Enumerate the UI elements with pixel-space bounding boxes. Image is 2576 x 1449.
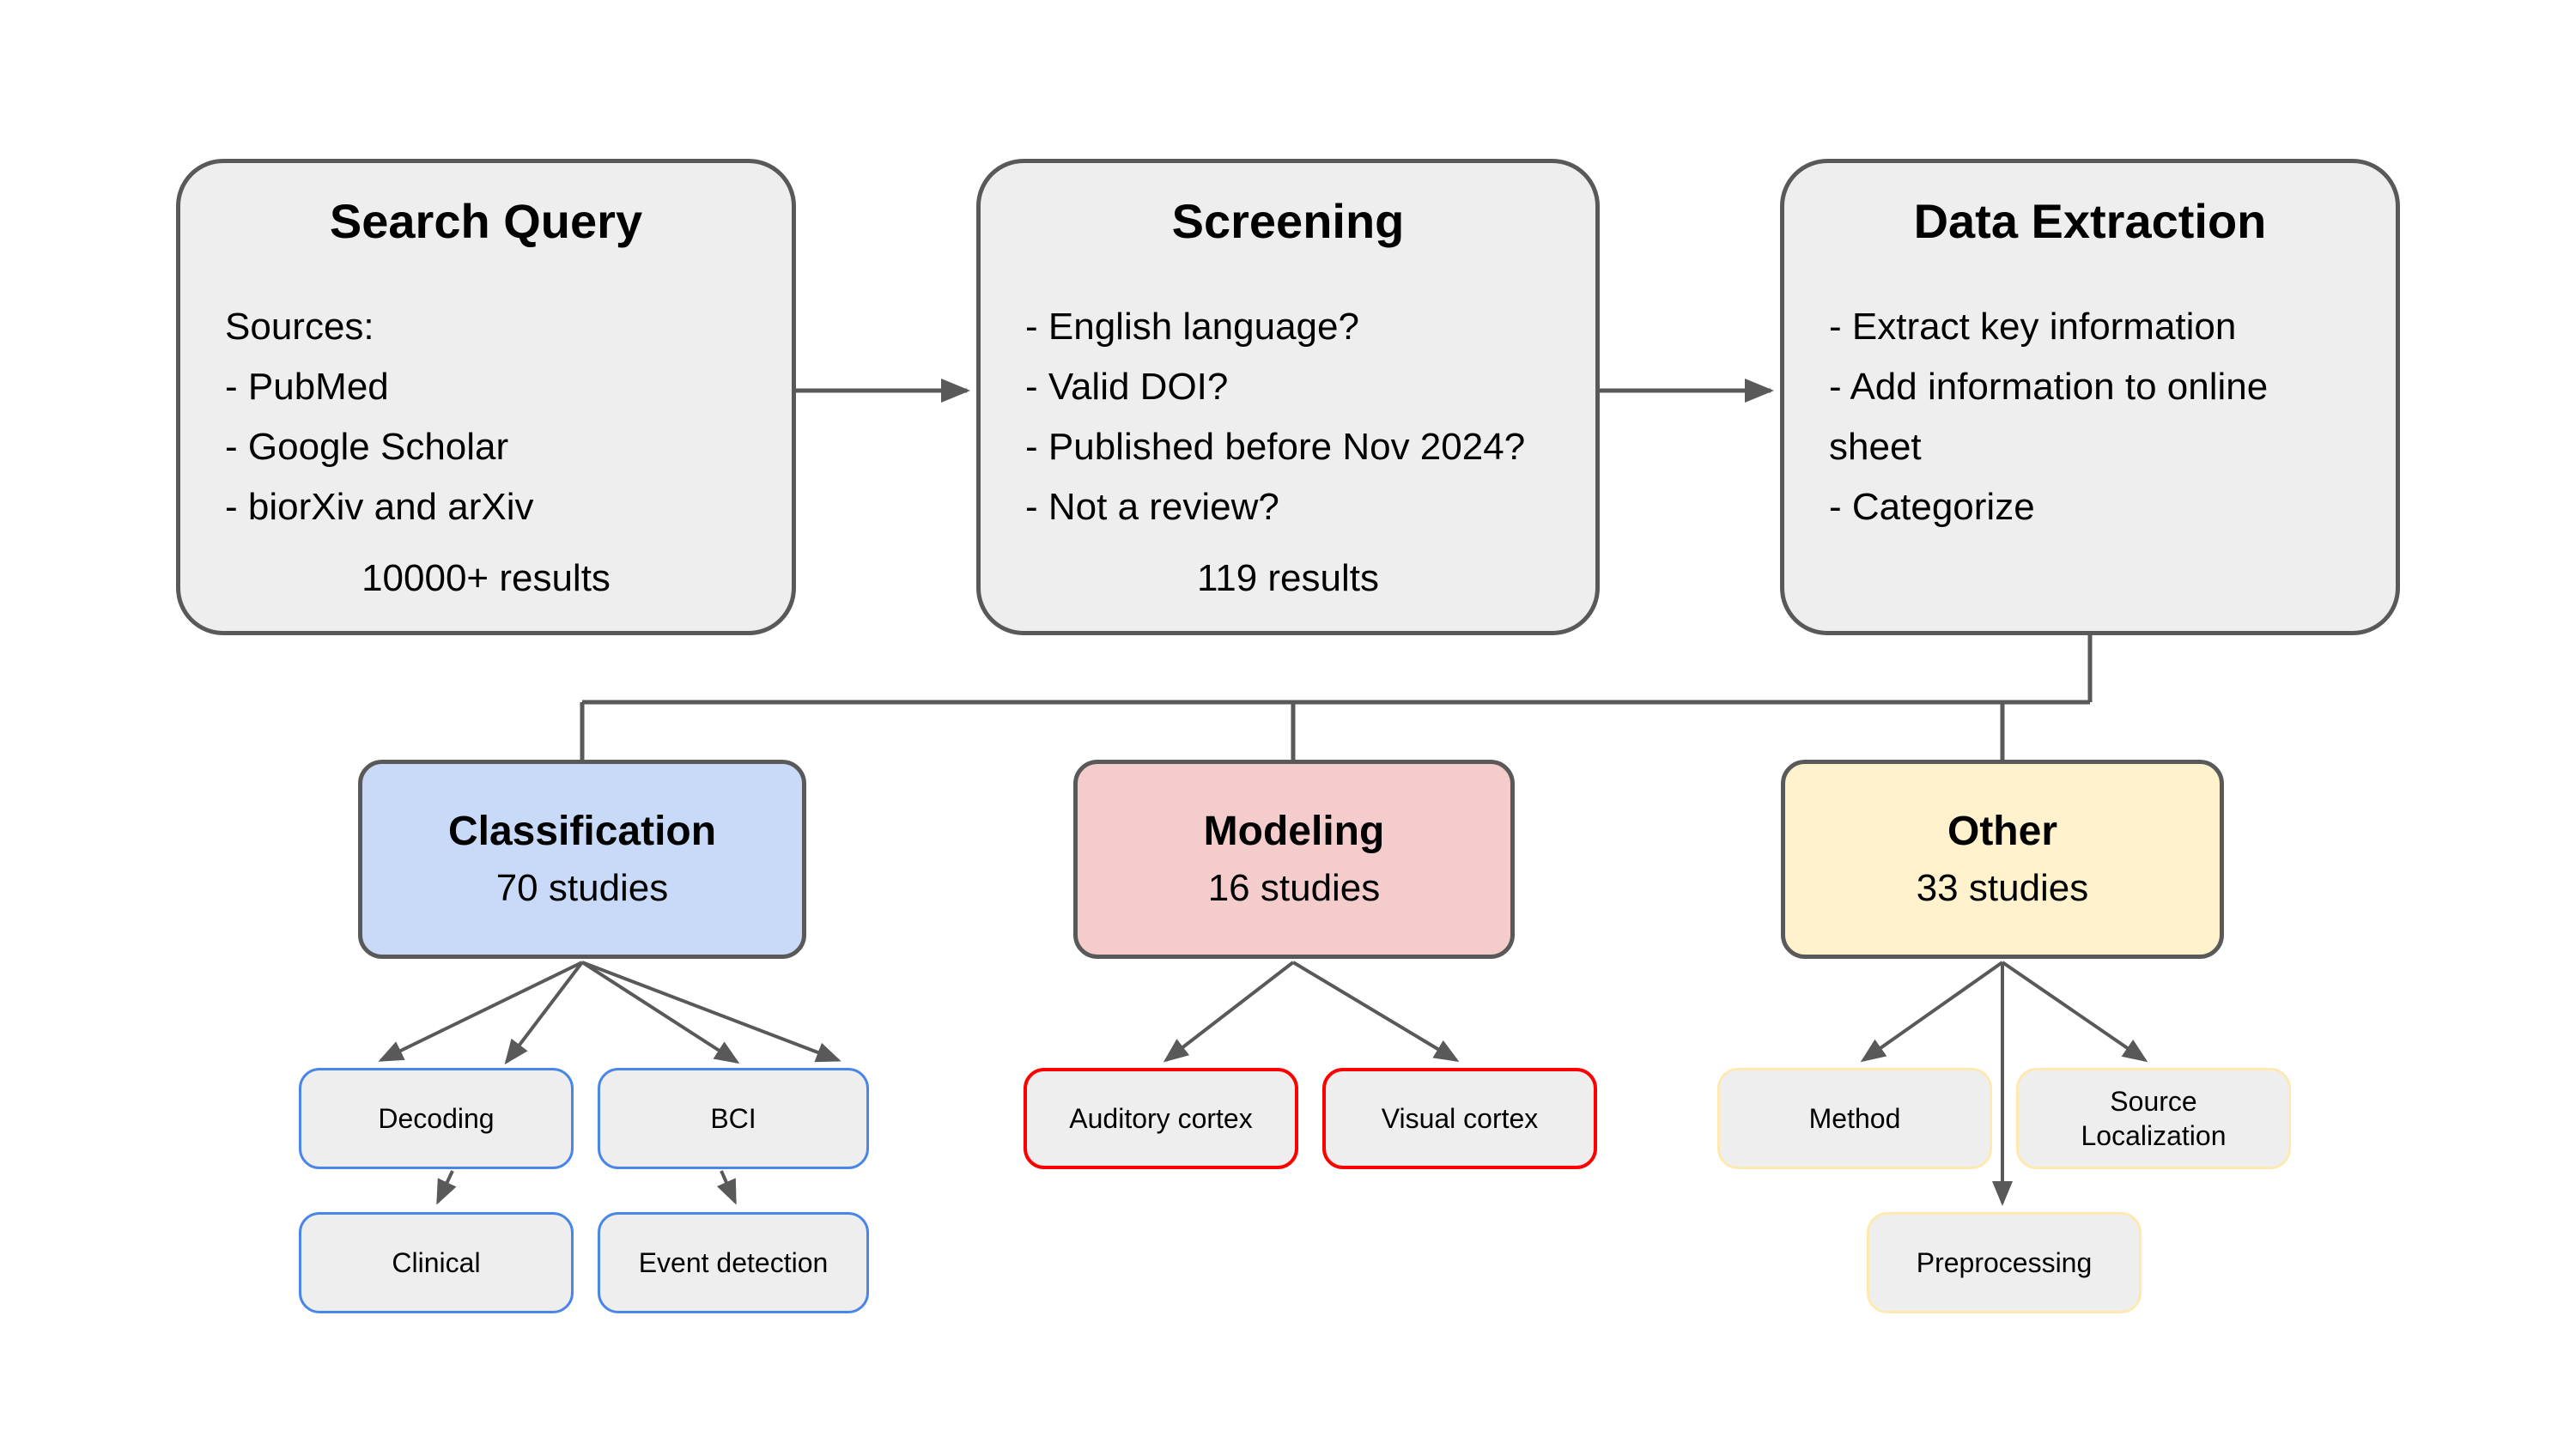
event-detection-label: Event detection [638, 1247, 829, 1278]
other-category-box: Other 33 studies [1781, 760, 2224, 959]
screening-line: - Not a review? [1025, 486, 1279, 528]
decoding-label: Decoding [378, 1103, 495, 1134]
other-count: 33 studies [1916, 867, 2089, 909]
data-extraction-title: Data Extraction [1913, 194, 2267, 248]
modeling-title: Modeling [1203, 809, 1385, 854]
screening-body: - English language? - Valid DOI? - Publi… [1025, 297, 1563, 537]
screening-line: - English language? [1025, 306, 1359, 348]
modeling-category-box: Modeling 16 studies [1073, 760, 1515, 959]
clinical-box: Clinical [299, 1212, 574, 1313]
data-extraction-box: Data Extraction - Extract key informatio… [1780, 159, 2400, 635]
source-localization-label: Source Localization [2081, 1086, 2227, 1151]
screening-result: 119 results [1197, 557, 1379, 599]
search-query-box: Search Query Sources: - PubMed - Google … [176, 159, 796, 635]
source-localization-box: Source Localization [2016, 1068, 2291, 1169]
search-query-result: 10000+ results [361, 557, 611, 599]
visual-cortex-box: Visual cortex [1322, 1068, 1597, 1169]
classification-category-box: Classification 70 studies [358, 760, 806, 959]
data-extraction-body: - Extract key information - Add informat… [1829, 297, 2363, 537]
screening-line: - Valid DOI? [1025, 366, 1229, 408]
search-query-body: Sources: - PubMed - Google Scholar - bio… [225, 297, 759, 537]
classification-count: 70 studies [495, 867, 669, 909]
modeling-count: 16 studies [1207, 867, 1381, 909]
data-extraction-line: - Categorize [1829, 486, 2035, 528]
auditory-cortex-box: Auditory cortex [1024, 1068, 1298, 1169]
clinical-label: Clinical [392, 1247, 481, 1278]
bci-label: BCI [710, 1103, 756, 1134]
data-extraction-line: - Add information to online sheet [1829, 366, 2269, 468]
other-title: Other [1947, 809, 2057, 854]
search-query-line: - PubMed [225, 366, 389, 408]
method-box: Method [1717, 1068, 1992, 1169]
screening-box: Screening - English language? - Valid DO… [976, 159, 1600, 635]
screening-title: Screening [1171, 194, 1405, 248]
visual-cortex-label: Visual cortex [1381, 1103, 1539, 1134]
search-query-line: - biorXiv and arXiv [225, 486, 534, 528]
preprocessing-label: Preprocessing [1916, 1247, 2093, 1278]
search-query-line: Sources: [225, 306, 374, 348]
decoding-box: Decoding [299, 1068, 574, 1169]
search-query-line: - Google Scholar [225, 426, 509, 468]
auditory-cortex-label: Auditory cortex [1069, 1103, 1253, 1134]
preprocessing-box: Preprocessing [1867, 1212, 2142, 1313]
method-label: Method [1808, 1103, 1901, 1134]
bci-box: BCI [598, 1068, 869, 1169]
search-query-title: Search Query [329, 194, 643, 248]
event-detection-box: Event detection [598, 1212, 869, 1313]
screening-line: - Published before Nov 2024? [1025, 426, 1526, 468]
classification-title: Classification [447, 809, 717, 854]
data-extraction-line: - Extract key information [1829, 306, 2237, 348]
